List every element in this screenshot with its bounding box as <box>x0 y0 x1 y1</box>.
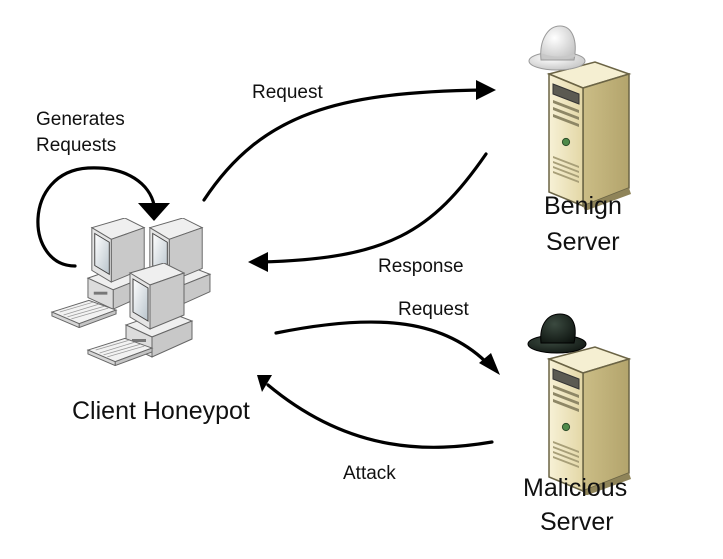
benign-server-label-line1: Benign <box>544 192 622 220</box>
computer-cluster-icon <box>51 218 211 366</box>
arrowheads <box>138 80 500 392</box>
request-label-bottom: Request <box>398 299 469 320</box>
generates-loop-arrow <box>36 166 156 268</box>
benign-server-icon <box>548 61 632 210</box>
arrows <box>36 88 494 449</box>
arrowhead-response <box>248 252 268 272</box>
attack-arrow <box>266 383 494 449</box>
generates-label-line2: Requests <box>36 135 116 156</box>
benign-server-label-line2: Server <box>546 228 620 256</box>
client-honeypot-label: Client Honeypot <box>72 397 250 425</box>
request-arrow-bottom <box>274 320 492 368</box>
malicious-server-label-line2: Server <box>540 508 614 536</box>
black-hat-icon <box>527 313 587 354</box>
arrowhead-attack <box>257 375 272 392</box>
response-label: Response <box>378 256 464 277</box>
arrowhead-request-top <box>476 80 496 100</box>
arrowhead-request-bottom <box>479 353 500 375</box>
arrowhead-generates <box>138 203 170 221</box>
request-label-top: Request <box>252 82 323 103</box>
response-arrow <box>258 152 488 264</box>
malicious-server-label-line1: Malicious <box>523 474 627 502</box>
attack-label: Attack <box>343 463 396 484</box>
white-hat-icon <box>528 25 586 71</box>
generates-label-line1: Generates <box>36 109 125 130</box>
request-arrow-top <box>202 88 486 202</box>
